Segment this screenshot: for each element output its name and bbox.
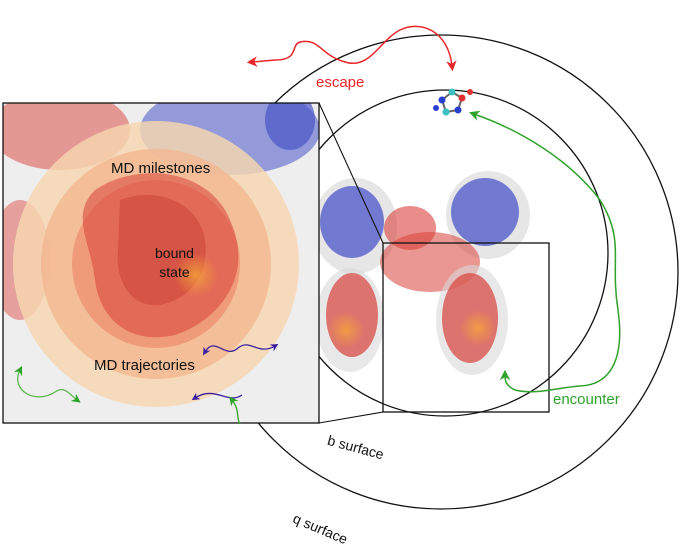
inset-green-path-left [13, 365, 81, 403]
encounter-path [469, 110, 621, 393]
encounter-label: encounter [553, 391, 620, 408]
zoom-region-box [382, 242, 550, 413]
bound-state-label: bound state [155, 244, 194, 282]
inset-panel [3, 103, 319, 423]
inset-frame [2, 102, 320, 424]
escape-label: escape [316, 74, 365, 91]
ligand-molecule-icon [433, 88, 473, 116]
escape-path [246, 25, 457, 72]
zoom-line-top [318, 102, 384, 244]
md-milestones-label: MD milestones [111, 160, 211, 177]
inset-green-path-right [229, 396, 241, 425]
protein-dimer [313, 171, 530, 375]
state-label: state [159, 264, 190, 280]
zoom-line-bottom [318, 411, 384, 424]
bound-label: bound [155, 245, 194, 261]
md-trajectories-label: MD trajectories [94, 357, 195, 374]
